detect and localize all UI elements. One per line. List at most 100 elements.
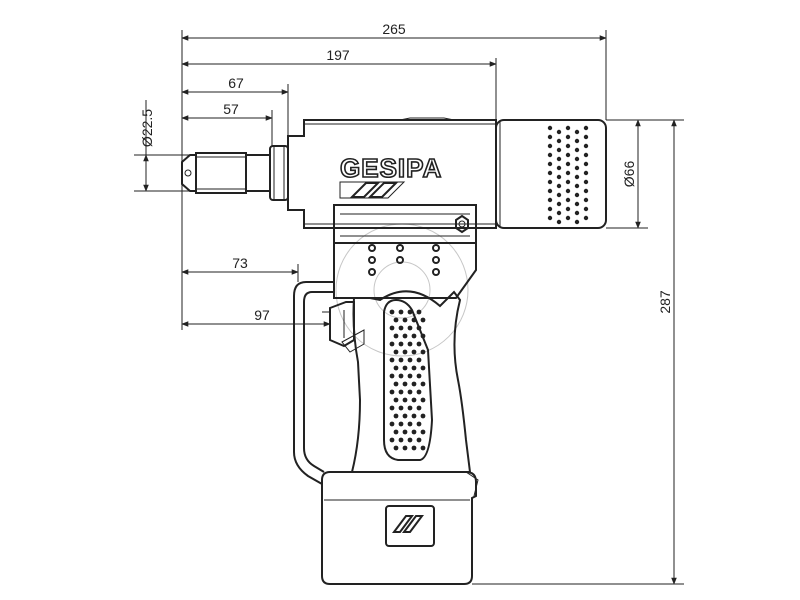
- watermark: [335, 223, 469, 357]
- perforation-dot: [574, 138, 580, 144]
- perforation-dot: [565, 179, 571, 185]
- perforation-dot: [583, 188, 589, 194]
- perforation-dot: [389, 405, 395, 411]
- perforation-dot: [574, 129, 580, 135]
- perforation-dot: [547, 170, 553, 176]
- perforation-dot: [547, 215, 553, 221]
- perforation-dot: [416, 389, 422, 395]
- perforation-dot: [407, 325, 413, 331]
- perforation-dot: [583, 143, 589, 149]
- perforation-dot: [407, 341, 413, 347]
- rear-perforation-dots: [547, 125, 589, 225]
- perforation-dot: [556, 192, 562, 198]
- perforation-dot: [556, 165, 562, 171]
- dim-nose-67-label: 67: [228, 75, 244, 91]
- perforation-dot: [411, 333, 417, 339]
- rear-cylinder: [495, 119, 607, 229]
- dim-rear-diameter-label: Ø66: [621, 161, 637, 188]
- perforation-dot: [398, 325, 404, 331]
- perforation-dot: [398, 309, 404, 315]
- grip-texture-dots: [389, 309, 426, 451]
- perforation-dot: [393, 413, 399, 419]
- perforation-dot: [420, 365, 426, 371]
- perforation-dot: [393, 317, 399, 323]
- perforation-dot: [398, 389, 404, 395]
- perforation-dot: [398, 405, 404, 411]
- perforation-dot: [420, 445, 426, 451]
- perforation-dot: [583, 170, 589, 176]
- perforation-dot: [411, 349, 417, 355]
- perforation-dot: [411, 381, 417, 387]
- battery-pack: [321, 471, 479, 585]
- perforation-dot: [583, 179, 589, 185]
- dim-nose-57-label: 57: [223, 101, 239, 117]
- upper-housing: [333, 243, 477, 299]
- perforation-dot: [398, 437, 404, 443]
- perforation-dot: [547, 125, 553, 131]
- perforation-dot: [416, 373, 422, 379]
- head-plate: [333, 204, 477, 244]
- perforation-dot: [416, 357, 422, 363]
- perforation-dot: [556, 201, 562, 207]
- perforation-dot: [416, 405, 422, 411]
- status-led-dots: [368, 244, 440, 276]
- perforation-dot: [583, 215, 589, 221]
- perforation-dot: [411, 317, 417, 323]
- perforation-dot: [547, 188, 553, 194]
- perforation-dot: [420, 429, 426, 435]
- dimension-lines: 265 197 67 57 Ø22.5 Ø66 73 97 287: [134, 21, 684, 585]
- perforation-dot: [420, 397, 426, 403]
- perforation-dot: [407, 405, 413, 411]
- perforation-dot: [416, 421, 422, 427]
- perforation-dot: [556, 138, 562, 144]
- perforation-dot: [420, 317, 426, 323]
- perforation-dot: [416, 341, 422, 347]
- perforation-dot: [402, 333, 408, 339]
- dim-nose-diameter-label: Ø22.5: [139, 109, 155, 147]
- perforation-dot: [583, 161, 589, 167]
- perforation-dot: [389, 389, 395, 395]
- perforation-dot: [402, 413, 408, 419]
- perforation-dot: [583, 125, 589, 131]
- perforation-dot: [411, 365, 417, 371]
- perforation-dot: [565, 197, 571, 203]
- perforation-dot: [565, 170, 571, 176]
- perforation-dot: [574, 156, 580, 162]
- brand-logo: GESIPA: [339, 152, 442, 199]
- perforation-dot: [402, 429, 408, 435]
- perforation-dot: [393, 349, 399, 355]
- perforation-dot: [565, 206, 571, 212]
- perforation-dot: [547, 179, 553, 185]
- perforation-dot: [411, 397, 417, 403]
- perforation-dot: [389, 357, 395, 363]
- perforation-dot: [402, 317, 408, 323]
- dim-handle-73-label: 73: [232, 255, 248, 271]
- perforation-dot: [407, 309, 413, 315]
- perforation-dot: [402, 381, 408, 387]
- perforation-dot: [574, 219, 580, 225]
- perforation-dot: [393, 333, 399, 339]
- perforation-dot: [574, 210, 580, 216]
- perforation-dot: [389, 437, 395, 443]
- perforation-dot: [420, 349, 426, 355]
- perforation-dot: [389, 341, 395, 347]
- perforation-dot: [547, 143, 553, 149]
- dim-overall-length-label: 265: [382, 21, 406, 37]
- perforation-dot: [393, 365, 399, 371]
- perforation-dot: [389, 309, 395, 315]
- perforation-dot: [556, 147, 562, 153]
- perforation-dot: [583, 206, 589, 212]
- perforation-dot: [547, 161, 553, 167]
- perforation-dot: [574, 147, 580, 153]
- perforation-dot: [547, 206, 553, 212]
- perforation-dot: [411, 445, 417, 451]
- perforation-dot: [556, 129, 562, 135]
- perforation-dot: [565, 161, 571, 167]
- perforation-dot: [420, 413, 426, 419]
- perforation-dot: [547, 134, 553, 140]
- perforation-dot: [411, 413, 417, 419]
- nose-piece: [181, 145, 289, 201]
- perforation-dot: [547, 197, 553, 203]
- perforation-dot: [416, 325, 422, 331]
- perforation-dot: [402, 349, 408, 355]
